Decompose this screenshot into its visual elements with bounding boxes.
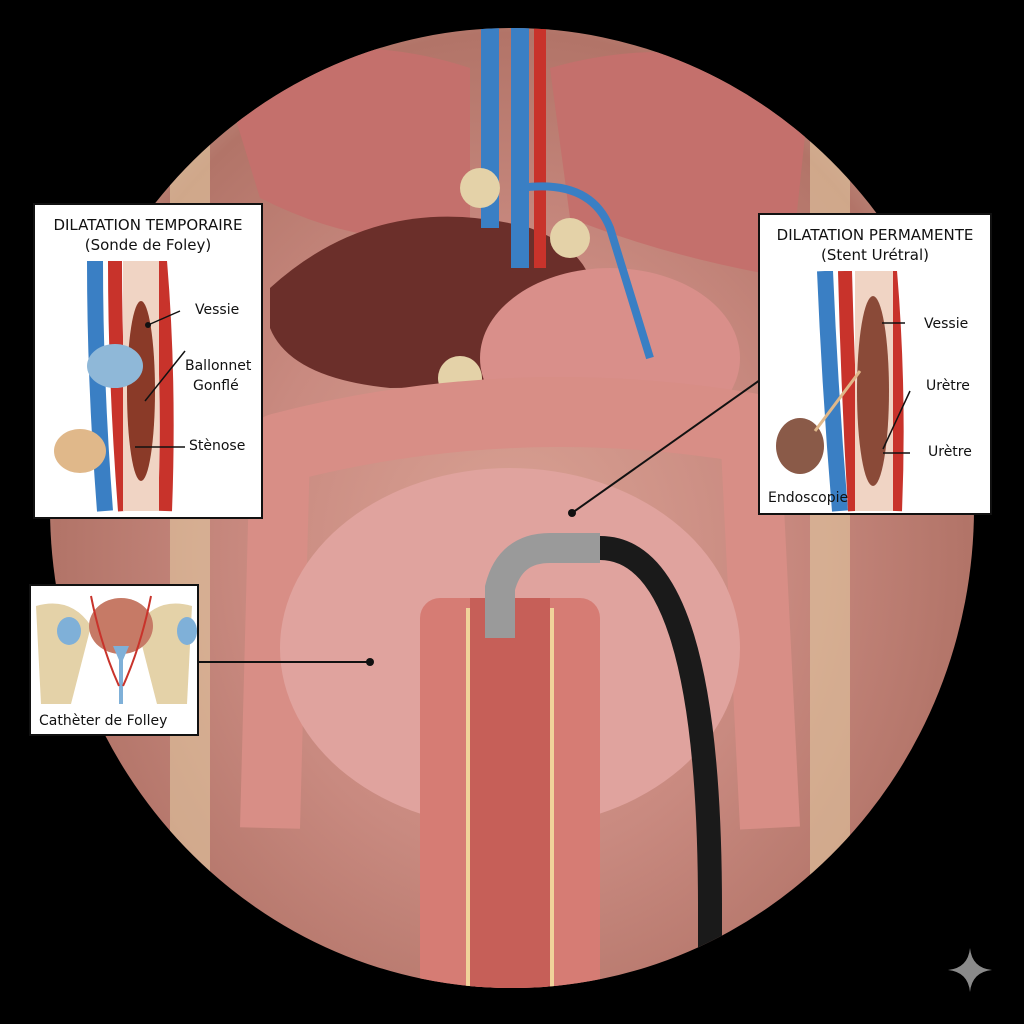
inset-temporary-dilation: DILATATION TEMPORAIRE (Sonde de Foley) V… (33, 203, 263, 519)
inset-catheter: Cathèter de Folley (29, 584, 199, 736)
label-uretre: Urètre (926, 378, 970, 394)
inset-permanent-dilation: DILATATION PERMAMENTE (Stent Urétral) Ve… (758, 213, 992, 515)
inset-title: DILATATION TEMPORAIRE (53, 216, 243, 234)
pelvis-bladder-figure (31, 586, 197, 704)
label-vessie: Vessie (924, 316, 969, 332)
foley-balloon-figure (54, 261, 186, 512)
label-ballonnet: Ballonnet (185, 358, 252, 374)
sparkle-icon (948, 948, 992, 992)
inset-title: DILATATION PERMAMENTE (776, 226, 974, 244)
inset-subtitle: (Sonde de Foley) (84, 236, 212, 254)
label-stenose: Stènose (189, 438, 246, 454)
label-uretre: Urètre (928, 444, 972, 460)
urethral-stent-figure (776, 271, 911, 512)
label-gonfle: Gonflé (193, 378, 239, 394)
label-endoscopie: Endoscopie (768, 490, 849, 506)
inset-subtitle: (Stent Urétral) (821, 246, 929, 264)
anatomy-view-circle (50, 28, 974, 988)
label-vessie: Vessie (195, 302, 240, 318)
caption-catheter: Cathèter de Folley (39, 713, 168, 729)
anatomy-artwork (170, 28, 850, 988)
